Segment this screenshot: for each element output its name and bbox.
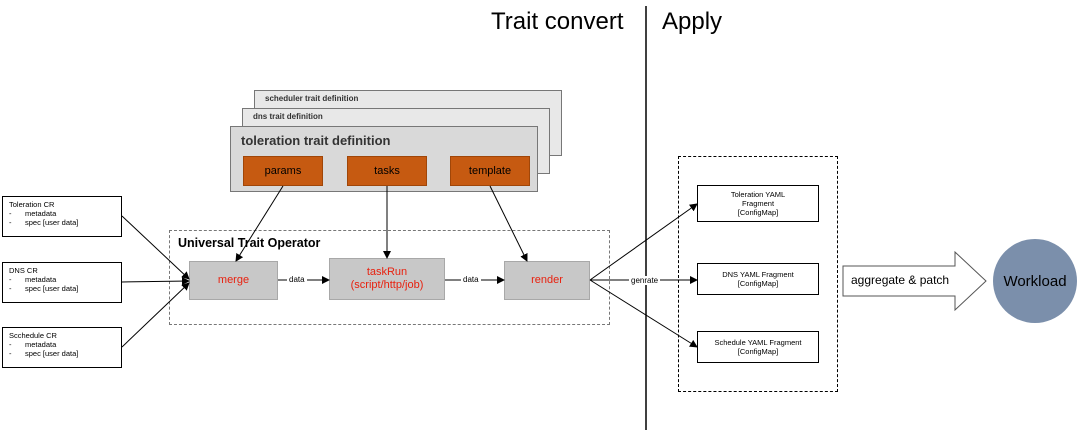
dns-cr-box: DNS CR -metadata -spec [user data] xyxy=(2,262,122,303)
fragment-line: [ConfigMap] xyxy=(737,279,779,288)
render-label: render xyxy=(531,274,563,286)
arrow-dns-merge xyxy=(121,277,190,286)
fragment-line: [ConfigMap] xyxy=(737,347,779,356)
workload-circle: Workload xyxy=(993,239,1077,323)
fragment-line: Fragment xyxy=(741,199,775,208)
data-label-1: data xyxy=(287,275,307,284)
arrow-schedule-merge xyxy=(121,282,190,348)
cr-title: Toleration CR xyxy=(9,200,55,209)
workload-label: Workload xyxy=(1003,272,1067,290)
taskrun-label: taskRun xyxy=(366,266,408,278)
aggregate-patch-label: aggregate & patch xyxy=(851,273,950,287)
arrow-render-schedule-fragment xyxy=(589,279,698,348)
toleration-trait-label: toleration trait definition xyxy=(241,133,391,148)
render-box: render xyxy=(504,261,590,300)
apply-header: Apply xyxy=(662,8,723,35)
scheduler-trait-label: scheduler trait definition xyxy=(265,94,359,103)
trait-convert-header: Trait convert xyxy=(491,8,624,35)
dns-yaml-fragment: DNS YAML Fragment [ConfigMap] xyxy=(697,263,819,295)
cr-metadata: metadata xyxy=(25,275,57,284)
cr-spec: spec [user data] xyxy=(25,284,79,293)
taskrun-sublabel: (script/http/job) xyxy=(350,279,424,291)
merge-label: merge xyxy=(217,274,250,286)
toleration-cr-box: Toleration CR -metadata -spec [user data… xyxy=(2,196,122,237)
arrow-render-toleration-fragment xyxy=(589,203,698,281)
schedule-cr-box: Scchedule CR -metadata -spec [user data] xyxy=(2,327,122,368)
fragment-line: Toleration YAML xyxy=(730,190,786,199)
cr-metadata: metadata xyxy=(25,340,57,349)
schedule-yaml-fragment: Schedule YAML Fragment [ConfigMap] xyxy=(697,331,819,363)
cr-spec: spec [user data] xyxy=(25,349,79,358)
universal-trait-operator xyxy=(169,230,610,325)
params-box: params xyxy=(243,156,323,186)
tasks-box: tasks xyxy=(347,156,427,186)
arrow-params-merge xyxy=(235,185,284,262)
arrow-toleration-merge xyxy=(121,215,190,280)
data-label-2: data xyxy=(461,275,481,284)
cr-title: DNS CR xyxy=(9,266,38,275)
taskrun-box: taskRun (script/http/job) xyxy=(329,258,445,300)
operator-title: Universal Trait Operator xyxy=(178,236,321,250)
template-box: template xyxy=(450,156,530,186)
fragment-line: [ConfigMap] xyxy=(737,208,779,217)
arrow-template-render xyxy=(489,185,528,262)
toleration-yaml-fragment: Toleration YAML Fragment [ConfigMap] xyxy=(697,185,819,222)
dns-trait-label: dns trait definition xyxy=(253,112,323,121)
cr-spec: spec [user data] xyxy=(25,218,79,227)
fragment-line: Schedule YAML Fragment xyxy=(714,338,802,347)
merge-box: merge xyxy=(189,261,278,300)
cr-metadata: metadata xyxy=(25,209,57,218)
fragment-line: DNS YAML Fragment xyxy=(722,270,794,279)
aggregate-patch-arrow xyxy=(842,250,987,312)
genrate-label: genrate xyxy=(629,276,661,285)
apply-frame xyxy=(678,156,838,392)
cr-title: Scchedule CR xyxy=(9,331,57,340)
